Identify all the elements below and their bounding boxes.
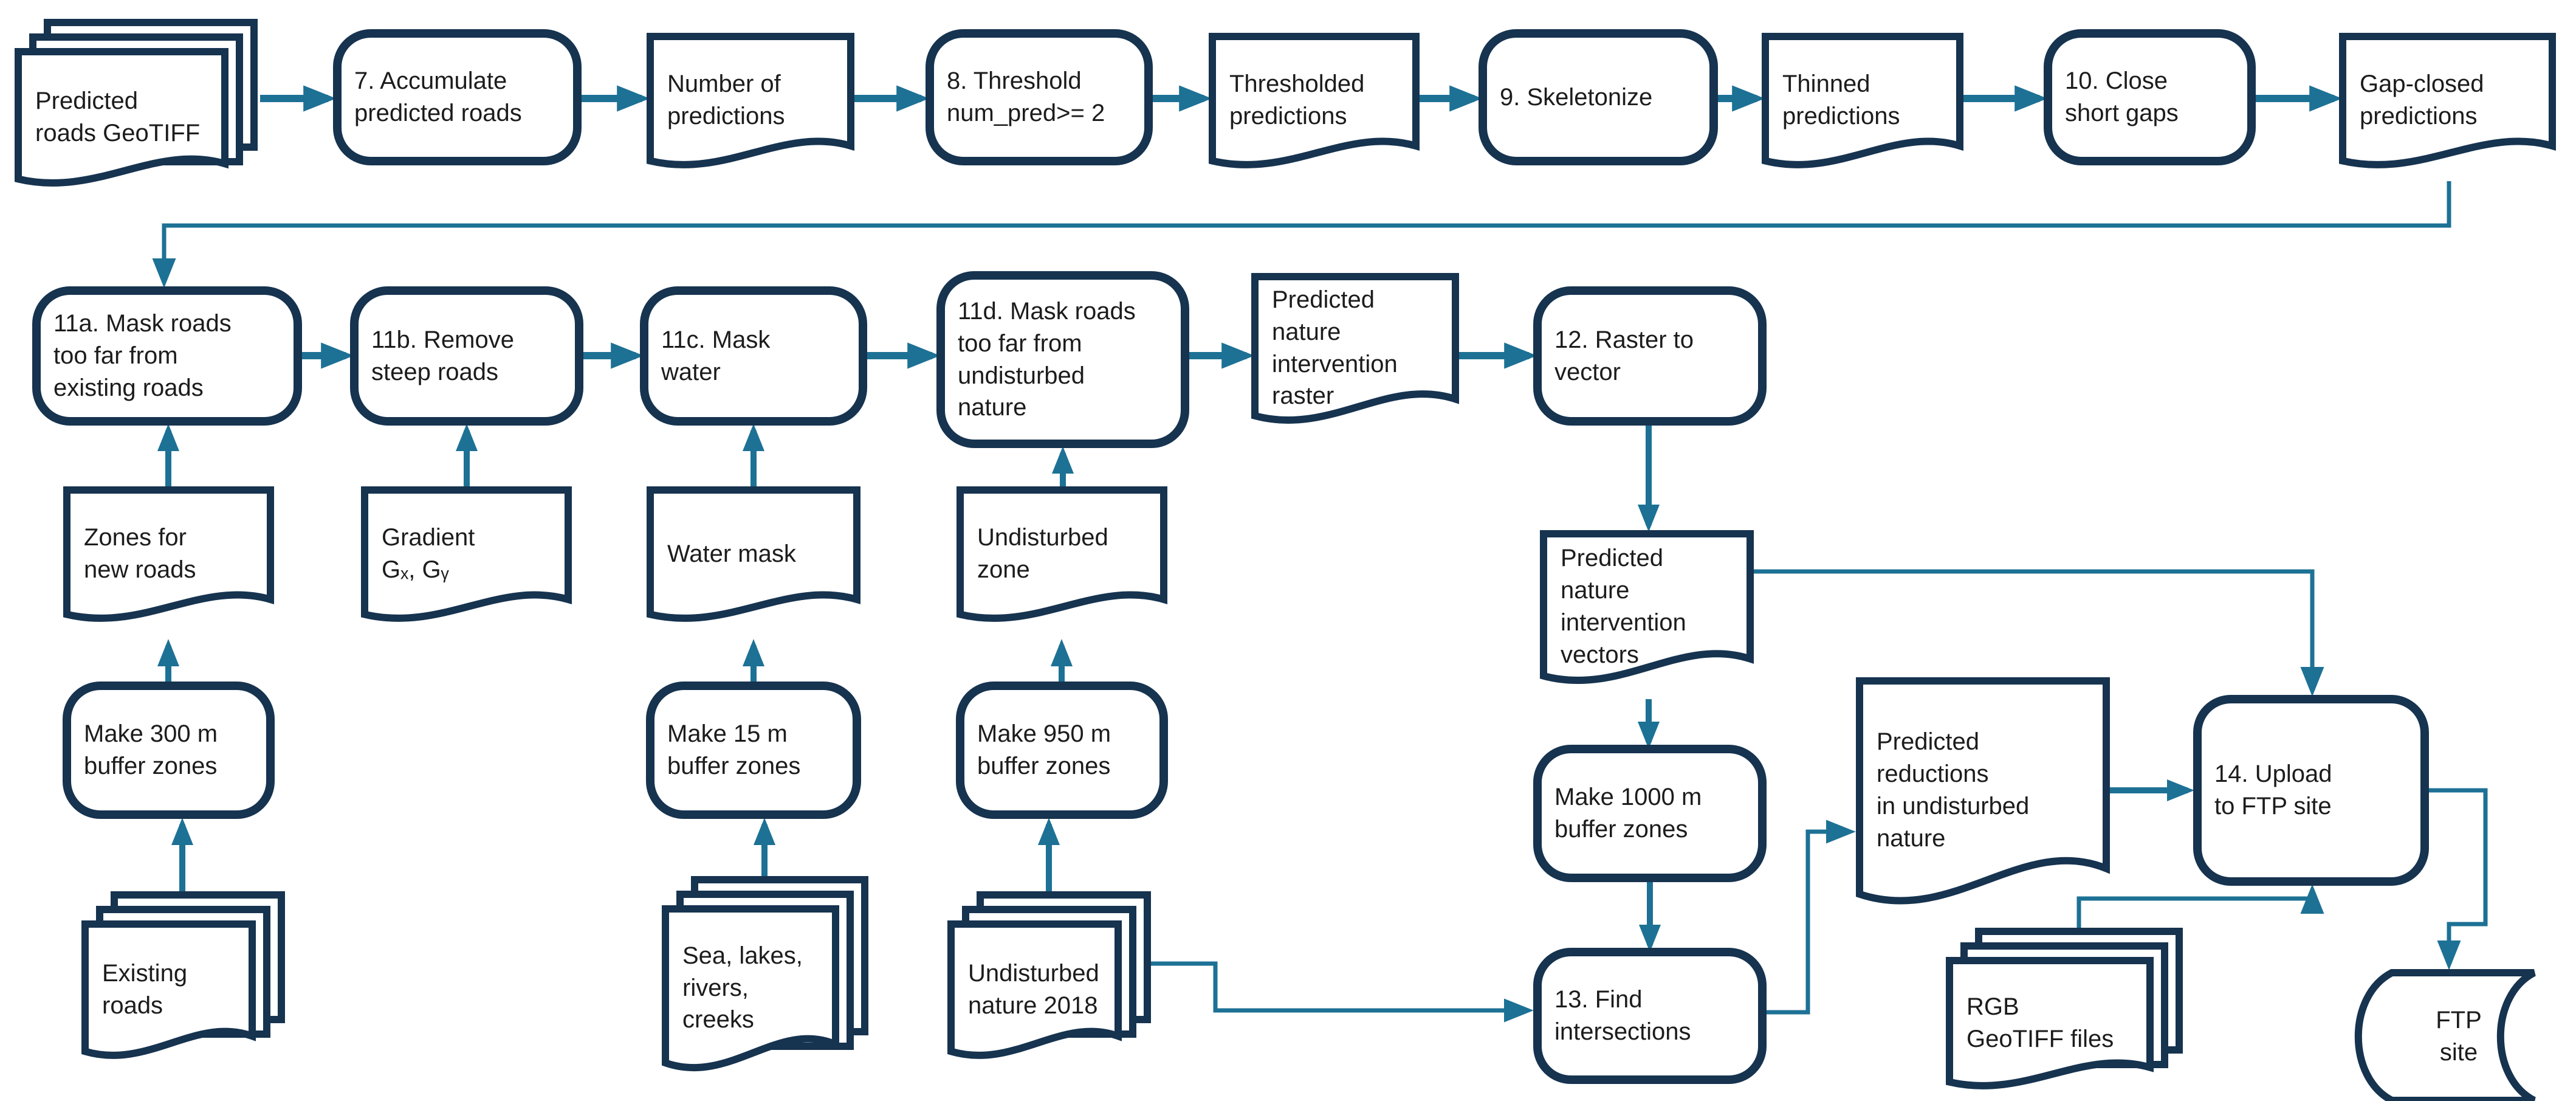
node-gradient-label: Gradient Gₓ, Gᵧ xyxy=(382,524,475,583)
node-rgb-geotiff-label: RGB GeoTIFF files xyxy=(1966,993,2114,1052)
shape-layer xyxy=(15,19,2556,1101)
node-step10-shape xyxy=(2044,29,2256,165)
node-step14-label: 14. Upload to FTP site xyxy=(2214,761,2332,820)
node-predicted-reductions-shape xyxy=(1856,677,2110,905)
connector-layer xyxy=(152,85,2488,1023)
node-step14-shape xyxy=(2193,695,2429,886)
edge-undisturbed_2018-step13 xyxy=(1118,961,1534,1023)
node-step8-shape xyxy=(926,29,1153,165)
node-undisturbed-zone-label: Undisturbed zone xyxy=(977,524,1108,583)
node-step7-shape xyxy=(333,29,582,165)
node-thresholded-predictions-label: Thresholded predictions xyxy=(1229,71,1365,129)
edge-gap_closed_predictions-step11a xyxy=(152,181,2451,288)
node-pni-raster-label: Predicted nature intervention raster xyxy=(1272,286,1398,410)
node-step10-label: 10. Close short gaps xyxy=(2065,67,2179,126)
node-gradient-shape xyxy=(361,486,572,622)
node-make-15-shape xyxy=(646,682,861,819)
node-step13-label: 13. Find intersections xyxy=(1554,986,1691,1045)
node-step11c-shape xyxy=(640,286,867,426)
node-thinned-predictions-shape xyxy=(1762,33,1963,168)
edge-rgb_geotiff-step14 xyxy=(2076,884,2324,929)
node-thinned-predictions-label: Thinned predictions xyxy=(1782,71,1900,129)
node-zones-new-roads-label: Zones for new roads xyxy=(84,524,196,583)
node-undisturbed-2018-shape xyxy=(947,891,1151,1059)
edge-step13-predicted_reductions xyxy=(1762,820,1856,1015)
node-pni-raster-shape xyxy=(1251,273,1459,424)
edge-step14-ftp_site xyxy=(2425,788,2488,970)
node-make-950-label: Make 950 m buffer zones xyxy=(977,720,1111,779)
node-pni-vectors-shape xyxy=(1540,530,1754,685)
node-pni-vectors-label: Predicted nature intervention vectors xyxy=(1561,545,1686,668)
node-number-of-predictions-shape xyxy=(647,33,854,168)
node-water-mask-label: Water mask xyxy=(667,540,796,567)
node-zones-new-roads-shape xyxy=(63,486,274,622)
node-make-300-label: Make 300 m buffer zones xyxy=(84,720,218,779)
node-step11b-shape xyxy=(350,286,583,426)
node-step11c-label: 11c. Mask water xyxy=(661,326,771,385)
node-make-950-shape xyxy=(956,682,1168,819)
node-step12-shape xyxy=(1533,286,1767,426)
node-gap-closed-predictions-shape xyxy=(2339,33,2556,168)
node-step11a-label: 11a. Mask roads too far from existing ro… xyxy=(53,310,232,401)
node-step9-shape xyxy=(1479,29,1718,165)
node-predicted-roads-geotiff-shape xyxy=(15,19,258,187)
node-step7-label: 7. Accumulate predicted roads xyxy=(354,67,522,126)
node-sea-lakes-shape xyxy=(662,876,868,1072)
edge-pni_vectors-step14 xyxy=(1750,569,2324,697)
node-make-1000-shape xyxy=(1533,745,1767,882)
node-step13-shape xyxy=(1533,948,1767,1084)
node-water-mask-shape xyxy=(647,486,860,622)
node-rgb-geotiff-shape xyxy=(1946,928,2183,1089)
node-step8-label: 8. Threshold num_pred>= 2 xyxy=(947,67,1105,126)
node-step9-label: 9. Skeletonize xyxy=(1500,83,1653,111)
node-ftp-site-shape xyxy=(2354,969,2536,1101)
node-step12-label: 12. Raster to vector xyxy=(1554,326,1694,385)
node-undisturbed-zone-shape xyxy=(957,486,1167,622)
node-make-15-label: Make 15 m buffer zones xyxy=(667,720,801,779)
node-existing-roads-label: Existing roads xyxy=(102,959,188,1019)
node-step11d-label: 11d. Mask roads too far from undisturbed… xyxy=(958,297,1136,421)
node-existing-roads-shape xyxy=(81,891,285,1059)
node-step11d-shape xyxy=(936,271,1189,448)
node-step11b-label: 11b. Remove steep roads xyxy=(371,326,514,385)
node-sea-lakes-label: Sea, lakes, rivers, creeks xyxy=(682,942,803,1034)
node-make-1000-label: Make 1000 m buffer zones xyxy=(1554,784,1702,843)
node-gap-closed-predictions-label: Gap-closed predictions xyxy=(2360,71,2484,129)
node-step11a-shape xyxy=(32,286,302,426)
node-undisturbed-2018-label: Undisturbed nature 2018 xyxy=(968,959,1099,1019)
node-ftp-site-label: FTP site xyxy=(2436,1007,2482,1066)
node-thresholded-predictions-shape xyxy=(1209,33,1420,168)
node-predicted-roads-geotiff-label: Predicted roads GeoTIFF xyxy=(35,87,201,147)
node-make-300-shape xyxy=(63,682,275,819)
node-number-of-predictions-label: Number of predictions xyxy=(667,71,785,129)
node-predicted-reductions-label: Predicted reductions in undisturbed natu… xyxy=(1877,728,2030,852)
